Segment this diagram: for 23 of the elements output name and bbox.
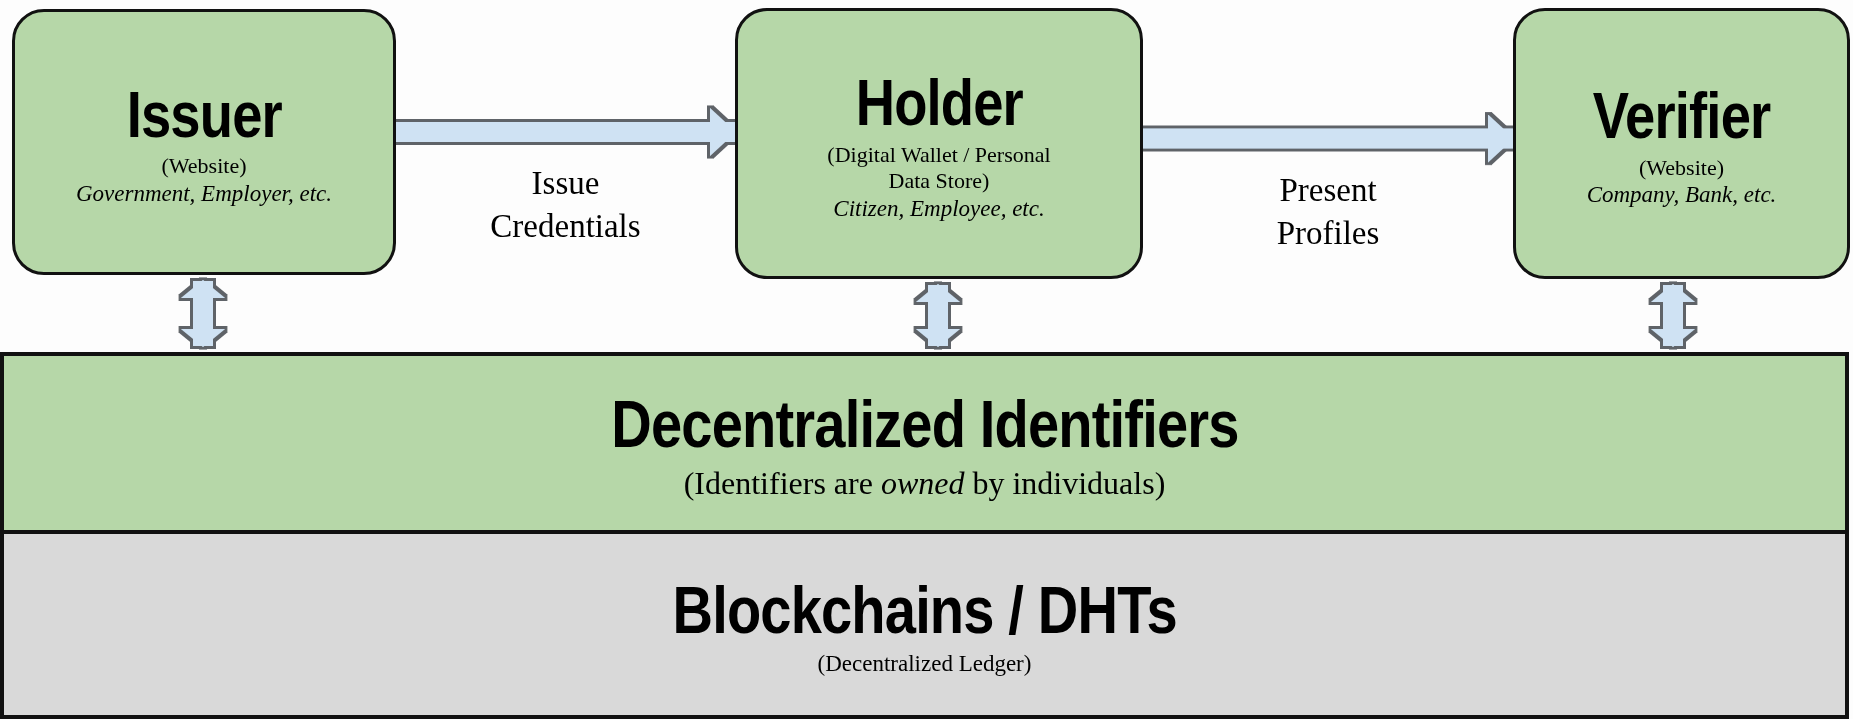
layer-band xyxy=(0,530,1849,719)
title-text: Holder xyxy=(855,65,1023,141)
block-arrow xyxy=(1651,284,1695,347)
role-box xyxy=(735,8,1143,279)
examples-text: Citizen, Employee, etc. xyxy=(833,194,1045,223)
layer-band xyxy=(0,352,1849,532)
role-box xyxy=(1513,8,1850,279)
title-text: Verifier xyxy=(1592,79,1771,155)
examples-text: Government, Employer, etc. xyxy=(75,179,333,208)
description-text: (Decentralized Ledger) xyxy=(817,650,1032,678)
title-text: Blockchains / DHTs xyxy=(672,572,1177,650)
title-text: Decentralized Identifiers xyxy=(610,386,1239,464)
description-text: (Website) xyxy=(161,153,247,180)
role-box xyxy=(12,9,396,275)
description-text: (Identifiers are owned by individuals) xyxy=(683,464,1166,503)
examples-text: Company, Bank, etc. xyxy=(1586,181,1777,209)
block-arrow xyxy=(181,280,225,347)
block-arrow xyxy=(1143,114,1514,163)
title-text: Issuer xyxy=(126,77,282,153)
description-text: (Digital Wallet / Personal Data Store) xyxy=(826,141,1052,195)
block-arrow xyxy=(916,284,960,347)
block-arrow xyxy=(396,108,736,156)
description-text: (Website) xyxy=(1639,154,1724,182)
